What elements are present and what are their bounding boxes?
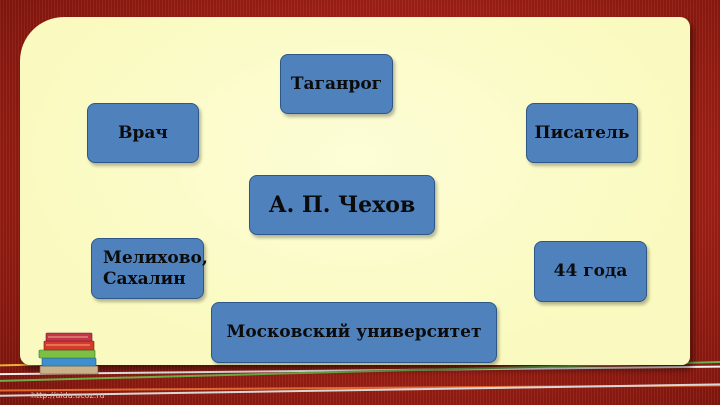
- node-taganrog-label: Таганрог: [290, 73, 383, 94]
- node-doctor: Врач: [87, 103, 199, 163]
- node-melikhovo-line2: Сахалин: [103, 268, 186, 289]
- footer-url[interactable]: http://aida.ucoz.ru: [31, 391, 105, 400]
- node-melikhovo-sakhalin: Мелихово, Сахалин: [91, 238, 208, 299]
- node-university: Московский университет: [211, 302, 497, 363]
- node-age-label: 44 года: [553, 261, 628, 281]
- node-university-label: Московский университет: [226, 322, 482, 342]
- background-streaks: [0, 360, 720, 405]
- center-node-label: А. П. Чехов: [268, 191, 416, 218]
- node-writer: Писатель: [526, 103, 638, 163]
- center-node-chekhov: А. П. Чехов: [249, 175, 435, 235]
- node-taganrog: Таганрог: [280, 54, 393, 114]
- node-doctor-label: Врач: [118, 122, 168, 143]
- node-melikhovo-line1: Мелихово,: [103, 247, 208, 268]
- node-age: 44 года: [534, 241, 647, 302]
- stack-of-books-icon: [38, 332, 99, 375]
- node-writer-label: Писатель: [534, 122, 630, 143]
